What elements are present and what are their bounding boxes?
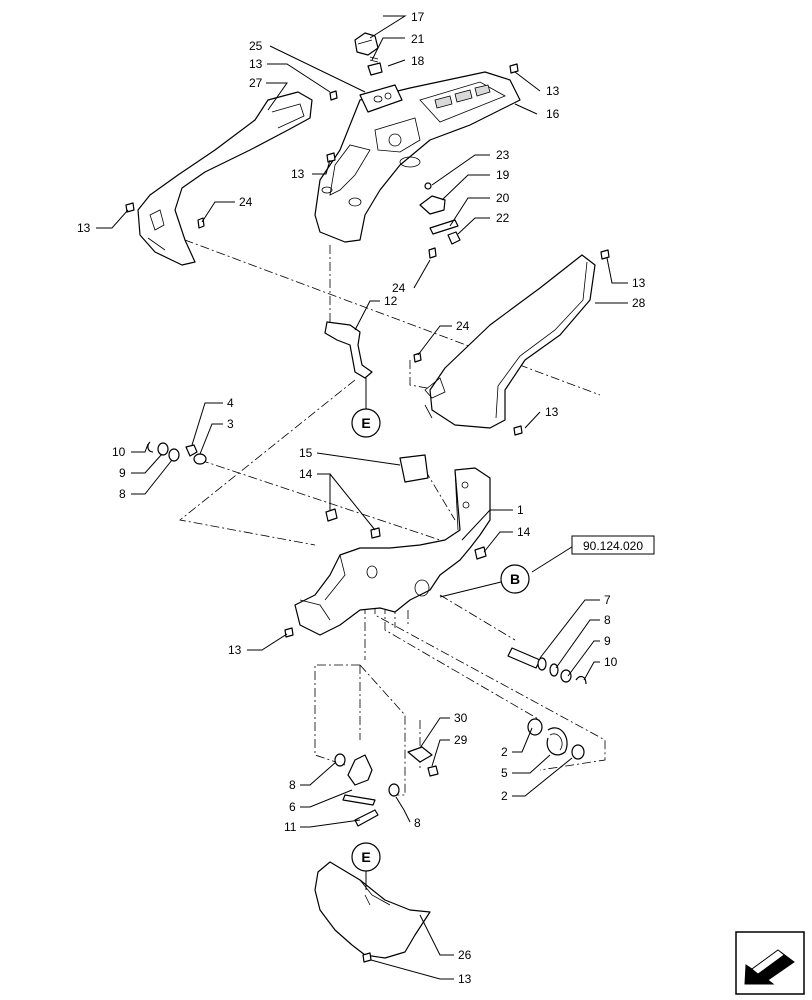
- callout-18: 18: [411, 54, 425, 68]
- part-1-main-bracket: [294, 467, 491, 636]
- callout-15: 15: [299, 446, 313, 460]
- callout-24: 24: [456, 319, 470, 333]
- view-marker-b: B: [439, 564, 530, 598]
- callout-4: 4: [227, 396, 234, 410]
- view-direction-arrow-icon: [735, 931, 805, 995]
- callout-24: 24: [239, 195, 253, 209]
- part-7-pin: [507, 647, 547, 671]
- callout-13: 13: [632, 276, 646, 290]
- part-12-bracket: [324, 321, 373, 379]
- callout-3: 3: [227, 417, 234, 431]
- callout-13: 13: [77, 221, 91, 235]
- callout-9: 9: [604, 634, 611, 648]
- lower-pedal-group: [334, 746, 439, 827]
- callout-21: 21: [411, 32, 425, 46]
- callout-17: 17: [411, 10, 425, 24]
- part-27-left-cover: [137, 91, 313, 266]
- callout-12: 12: [384, 294, 398, 308]
- callout-7: 7: [604, 593, 611, 607]
- callout-25: 25: [249, 39, 263, 53]
- bolts: [125, 63, 610, 963]
- callout-27: 27: [249, 76, 263, 90]
- callout-13: 13: [545, 405, 559, 419]
- callout-23: 23: [496, 148, 510, 162]
- callout-13: 13: [291, 167, 305, 181]
- callout-13: 13: [228, 643, 242, 657]
- callout-26: 26: [458, 948, 472, 962]
- callout-2: 2: [501, 745, 508, 759]
- callout-24: 24: [392, 281, 406, 295]
- left-washer-group: [147, 441, 207, 465]
- right-washer-group: [549, 663, 587, 685]
- leader-lines: [96, 15, 628, 980]
- callout-19: 19: [496, 168, 510, 182]
- part-28-right-cover: [424, 254, 596, 429]
- callout-22: 22: [496, 211, 510, 225]
- callout-5: 5: [501, 766, 508, 780]
- callout-29: 29: [454, 733, 468, 747]
- view-marker-e-bottom: E: [351, 842, 381, 890]
- part-20-bracket: [429, 219, 459, 235]
- part-25-plate: [359, 84, 403, 113]
- callout-11: 11: [284, 820, 297, 834]
- callout-9: 9: [119, 466, 126, 480]
- svg-text:E: E: [361, 849, 370, 865]
- callout-8: 8: [119, 487, 126, 501]
- part-18-bushing: [367, 62, 383, 76]
- part-17-knob: [354, 32, 379, 56]
- part-22-nut: [447, 231, 461, 245]
- reference-box[interactable]: 90.124.020: [571, 535, 655, 555]
- svg-text:E: E: [361, 415, 370, 431]
- callout-6: 6: [289, 800, 296, 814]
- part-15-tab: [399, 454, 429, 483]
- callout-8: 8: [289, 778, 296, 792]
- part-5-spring: [527, 718, 585, 760]
- callout-20: 20: [496, 191, 510, 205]
- part-16-console: [314, 71, 521, 243]
- callout-1: 1: [517, 503, 524, 517]
- callout-labels: 17 21 18 25 13 27 13 16 13 23 19 20 22 1…: [77, 10, 646, 986]
- reference-box-text: 90.124.020: [583, 539, 643, 553]
- callout-13: 13: [546, 84, 560, 98]
- callout-10: 10: [112, 445, 126, 459]
- callout-16: 16: [546, 107, 560, 121]
- part-21-spring: [369, 56, 379, 63]
- svg-text:B: B: [510, 571, 520, 587]
- callout-30: 30: [454, 711, 468, 725]
- part-23-screw: [424, 182, 432, 190]
- part-14-nuts: [325, 508, 487, 560]
- callout-10: 10: [604, 655, 618, 669]
- callout-8: 8: [604, 613, 611, 627]
- callout-13: 13: [249, 57, 263, 71]
- callout-13: 13: [458, 972, 472, 986]
- part-26-lower-cover: [314, 861, 431, 959]
- callout-14: 14: [517, 525, 531, 539]
- callout-2: 2: [501, 789, 508, 803]
- part-19-switch: [419, 195, 446, 215]
- callout-28: 28: [632, 296, 646, 310]
- callout-8: 8: [414, 816, 421, 830]
- view-marker-e-top: E: [351, 378, 381, 438]
- callout-14: 14: [299, 467, 313, 481]
